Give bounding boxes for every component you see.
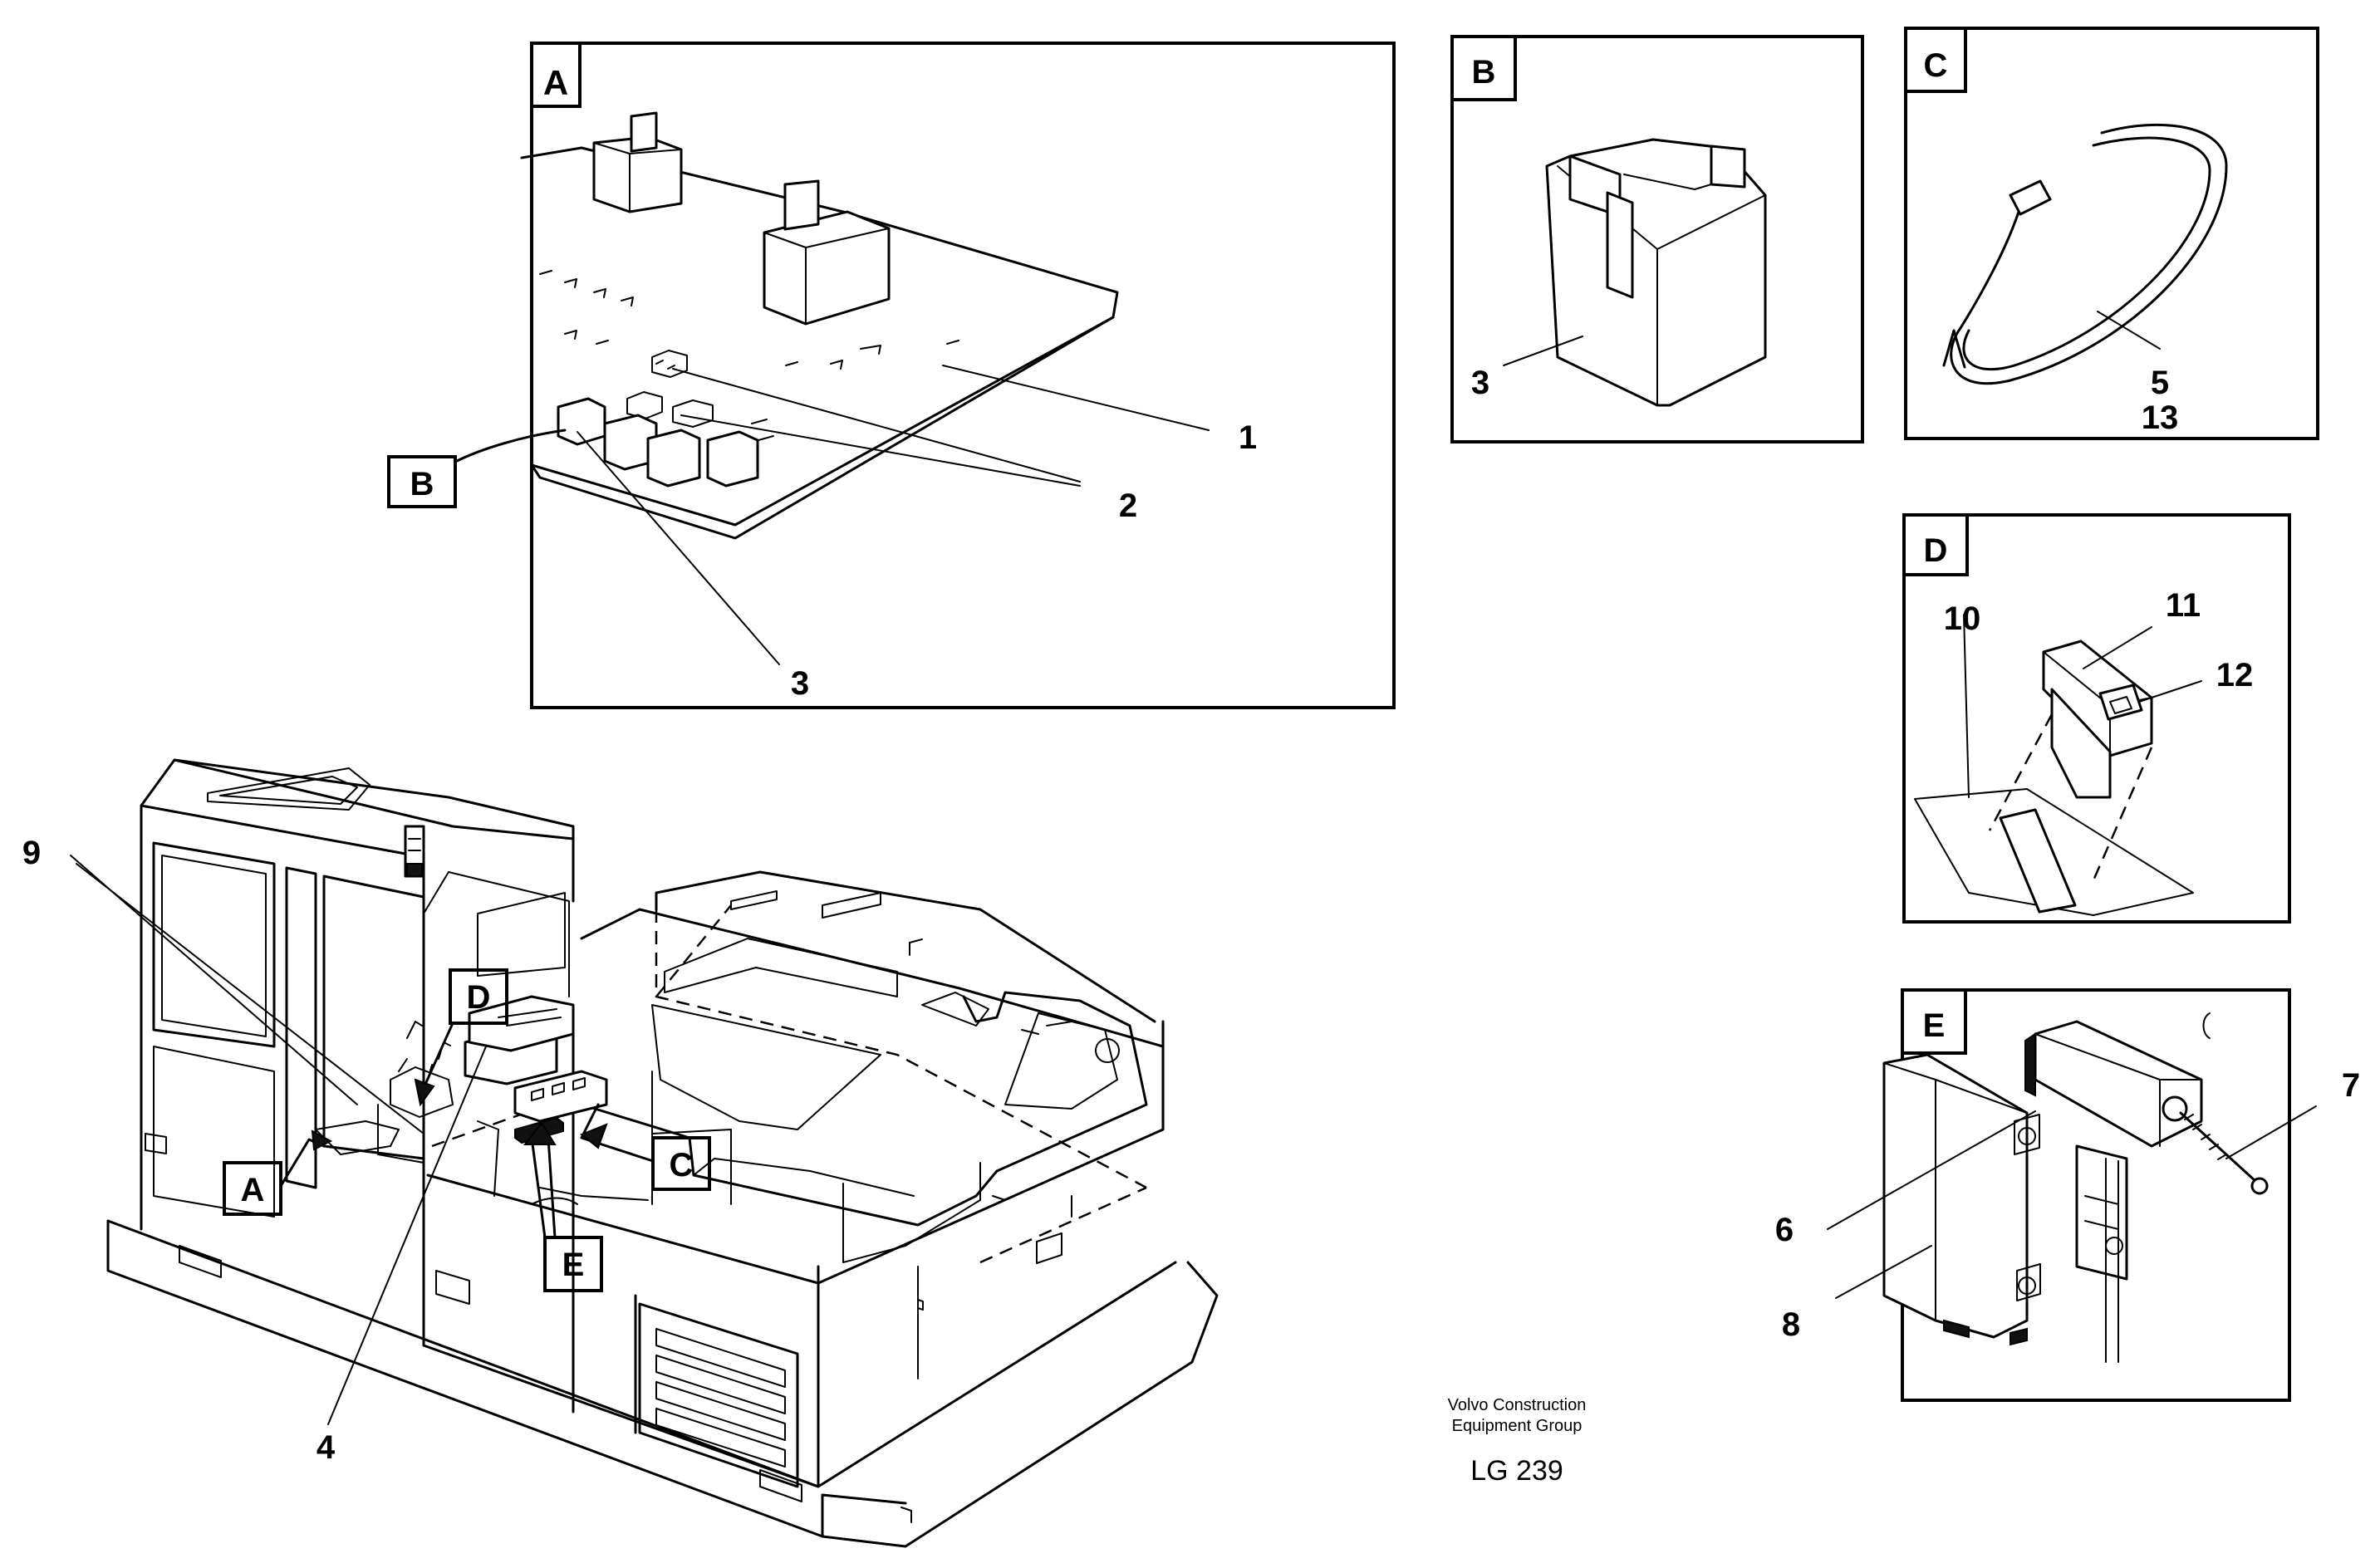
machine-drawing [106, 758, 1219, 1548]
ref-e-label: E [562, 1247, 585, 1283]
panel-d-frame [1902, 513, 2291, 924]
wire-to-b [454, 429, 567, 463]
leader-4 [327, 1046, 487, 1425]
ref-e-arrow [530, 1136, 557, 1239]
ref-d-arrowhead [414, 1078, 435, 1107]
ref-d-box [449, 968, 508, 1025]
caption-company-line1: Volvo Construction [1448, 1396, 1587, 1414]
ref-c-box [651, 1136, 711, 1191]
ref-b-label: B [410, 466, 434, 502]
caption-company-line2: Equipment Group [1452, 1417, 1583, 1435]
relay-drawing [1545, 138, 1767, 407]
ref-a-box [223, 1161, 282, 1216]
callout-11: 11 [2166, 587, 2201, 624]
caption-block: Volvo Construction Equipment Group LG 23… [1448, 1396, 1587, 1487]
callout-6: 6 [1775, 1212, 1794, 1248]
leader-12 [2138, 680, 2202, 703]
panel-a-label: A [543, 63, 568, 102]
ref-c-label: C [670, 1147, 694, 1183]
leader-8 [1835, 1245, 1932, 1299]
ref-d-arrow [422, 1022, 454, 1090]
panel-e-label: E [1923, 1007, 1946, 1044]
panel-a: A 1 [387, 42, 1396, 709]
callout-3: 3 [791, 665, 809, 702]
panel-b-label: B [1472, 54, 1496, 91]
panel-d-label-box [1902, 513, 1969, 576]
ref-b-box [387, 455, 457, 508]
valve-sensor-drawing [1882, 1012, 2269, 1363]
callout-4: 4 [317, 1429, 336, 1466]
ref-c-arrowhead [580, 1123, 608, 1149]
panel-c-label-box [1904, 27, 1967, 93]
callout-5: 5 [2151, 365, 2169, 401]
callout-8: 8 [1782, 1306, 1800, 1343]
panel-b-frame [1450, 35, 1864, 443]
callout-7: 7 [2342, 1067, 2360, 1104]
panel-e: E 6 7 8 [1775, 988, 2360, 1402]
callout-10: 10 [1944, 600, 1981, 637]
panel-e-label-box [1901, 988, 1967, 1055]
leader-11 [2083, 626, 2152, 669]
ref-e-arrowhead [523, 1121, 557, 1145]
leader-1 [942, 365, 1210, 431]
panel-a-label-box [530, 42, 582, 108]
panel-d-label: D [1924, 532, 1948, 569]
ref-d-label: D [467, 979, 491, 1016]
ref-a-label: A [241, 1172, 265, 1208]
leader-3 [577, 431, 780, 665]
leader-2 [672, 368, 1081, 487]
ref-a-arrowhead [311, 1129, 333, 1151]
callout-9: 9 [22, 835, 41, 871]
drawing-code: LG 239 [1470, 1455, 1563, 1487]
panel-b-label-box [1450, 35, 1517, 101]
callout-12: 12 [2216, 657, 2254, 693]
leader-c [2097, 311, 2161, 350]
leader-b-3 [1503, 336, 1583, 366]
machine-callouts: 9 4 A D C E [22, 835, 711, 1466]
callout-1: 1 [1239, 419, 1257, 456]
callout-2: 2 [1119, 488, 1137, 524]
panel-c-label: C [1924, 47, 1948, 84]
leader-9b [76, 863, 424, 1134]
relay-board-drawing [520, 111, 1119, 540]
rocker-switch-drawing [1914, 639, 2194, 916]
panel-a-frame [530, 42, 1396, 709]
panel-b: B 3 [1450, 35, 1864, 443]
ref-c-arrow [580, 1103, 655, 1163]
cable-tie-icon [1942, 123, 2228, 385]
ref-e-box [543, 1236, 603, 1292]
panel-c: C 5 13 [1904, 27, 2319, 440]
leader-10 [1963, 614, 1970, 798]
panel-c-frame [1904, 27, 2319, 440]
leader-6 [1827, 1110, 2036, 1230]
leader-7 [2225, 1105, 2317, 1159]
callout-13: 13 [2142, 399, 2179, 436]
panel-d: D 10 11 12 [1902, 513, 2291, 924]
callout-b-3: 3 [1471, 365, 1489, 401]
